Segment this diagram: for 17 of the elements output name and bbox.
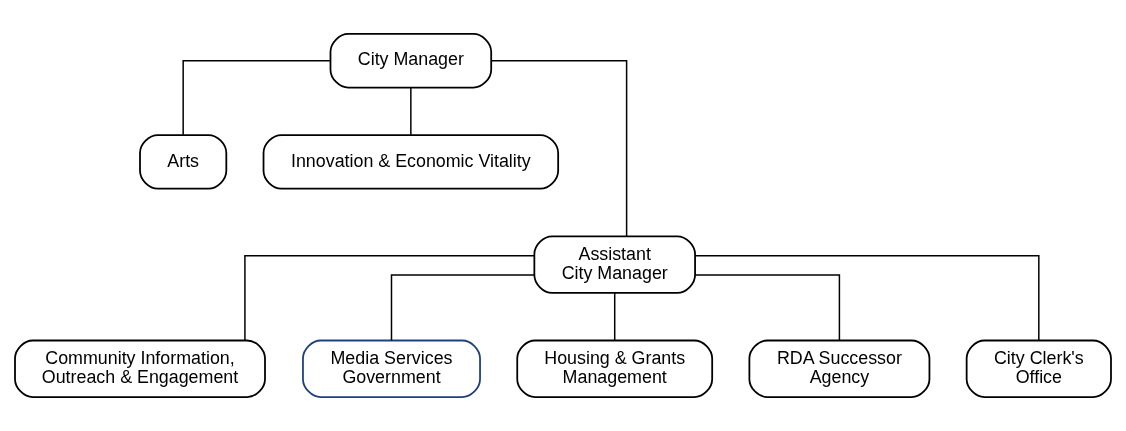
connector [491,60,628,237]
node-box: Housing & Grants Management [516,339,714,398]
node-box: City Clerk's Office [965,339,1112,398]
node-box: Media Services Government [302,339,481,398]
connector [390,274,535,341]
connector [182,60,331,136]
node-box: Community Information, Outreach & Engagement [14,339,266,398]
connector [694,274,841,341]
connector [694,254,1040,341]
node-box: City Manager [329,33,493,89]
node-box: Innovation & Economic Vitality [262,134,560,190]
node-box: Arts [139,134,228,190]
node-box: RDA Successor Agency [748,339,931,398]
node-box: Assistant City Manager [533,235,696,294]
connector [410,87,412,136]
connector [244,254,535,341]
connector [613,292,616,342]
